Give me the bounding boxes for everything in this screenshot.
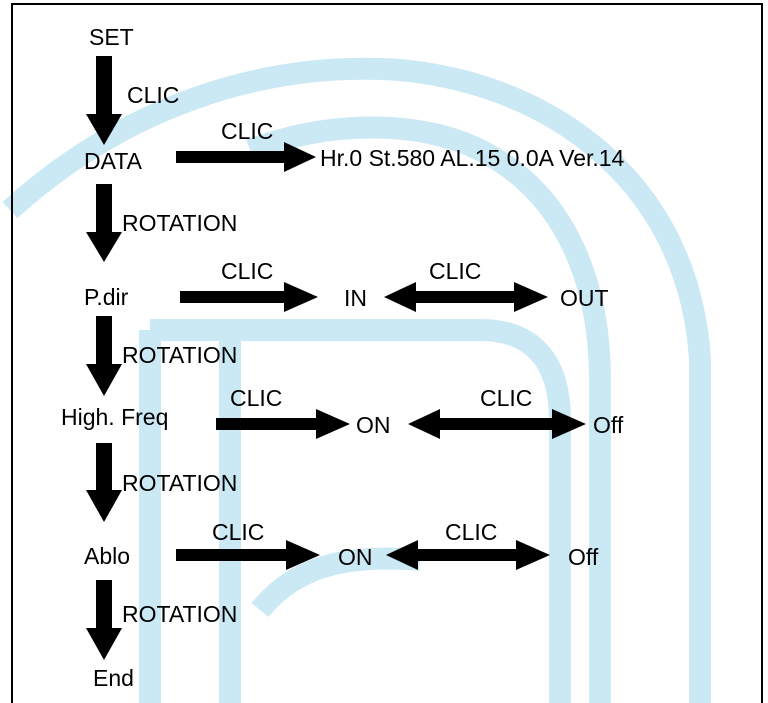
action-in-out-clic: CLIC bbox=[429, 258, 482, 284]
action-ablo-rotation: ROTATION bbox=[122, 601, 238, 627]
arrow-data-to-pdir bbox=[86, 184, 122, 262]
action-highfreq-rotation: ROTATION bbox=[122, 470, 238, 496]
node-ablo: Ablo bbox=[84, 543, 131, 569]
arrow-highfreq-to-on bbox=[216, 409, 350, 439]
action-ablo-on-off-clic: CLIC bbox=[445, 519, 498, 545]
node-highfreq-off: Off bbox=[593, 412, 624, 438]
node-end: End bbox=[93, 665, 134, 691]
arrow-ablo-on-off-toggle bbox=[386, 540, 550, 570]
action-pdir-clic: CLIC bbox=[221, 258, 274, 284]
action-pdir-rotation: ROTATION bbox=[122, 342, 238, 368]
action-set-clic: CLIC bbox=[127, 82, 180, 108]
action-highfreq-on-off-clic: CLIC bbox=[480, 385, 533, 411]
arrow-highfreq-to-ablo bbox=[86, 443, 122, 522]
action-ablo-clic: CLIC bbox=[212, 519, 265, 545]
node-ablo-off: Off bbox=[568, 544, 599, 570]
action-data-clic: CLIC bbox=[221, 118, 274, 144]
arrow-data-to-info bbox=[176, 142, 316, 172]
arrow-ablo-to-end bbox=[86, 580, 122, 660]
arrow-in-out-toggle bbox=[384, 282, 548, 312]
arrow-highfreq-on-off-toggle bbox=[408, 409, 586, 439]
node-pdir-out: OUT bbox=[560, 285, 609, 311]
node-highfreq-on: ON bbox=[356, 412, 391, 438]
node-highfreq: High. Freq bbox=[61, 404, 169, 430]
node-set: SET bbox=[89, 24, 134, 50]
arrow-set-to-data bbox=[86, 56, 122, 145]
node-pdir-in: IN bbox=[344, 285, 367, 311]
arrow-pdir-to-highfreq bbox=[86, 316, 122, 396]
arrow-pdir-to-in bbox=[180, 282, 318, 312]
diagram-frame bbox=[11, 3, 763, 703]
node-ablo-on: ON bbox=[338, 544, 373, 570]
action-highfreq-clic: CLIC bbox=[230, 385, 283, 411]
node-data: DATA bbox=[84, 148, 142, 174]
arrow-ablo-to-on bbox=[176, 540, 320, 570]
node-pdir: P.dir bbox=[84, 284, 129, 310]
action-data-rotation: ROTATION bbox=[122, 210, 238, 236]
node-data-info: Hr.0 St.580 AL.15 0.0A Ver.14 bbox=[320, 145, 625, 171]
